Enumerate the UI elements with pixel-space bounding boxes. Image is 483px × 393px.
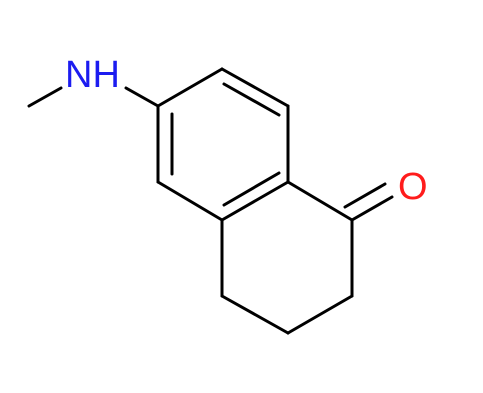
bond-c8a-c1 [286, 180, 354, 222]
bond-c4a-c5 [156, 180, 224, 222]
bond-c7-c8 [220, 67, 290, 108]
bond-c7-c8-double [222, 82, 281, 117]
bond-n-c6 [124, 86, 160, 108]
nitrogen-atom-label: NH [65, 54, 120, 96]
bonds [27, 67, 394, 335]
bond-c1-o [350, 195, 394, 222]
bond-c3-c4 [220, 294, 290, 335]
bond-c6-c7 [156, 67, 224, 108]
bond-c2-c3 [286, 294, 354, 335]
bond-c8a-c4a-double [222, 171, 281, 207]
bond-c8a-c4a [220, 180, 290, 222]
oxygen-atom-label: O [398, 166, 428, 208]
bond-methyl-n [27, 86, 63, 108]
bond-c1-o-double [343, 182, 387, 209]
atom-labels: NH O [65, 54, 428, 208]
